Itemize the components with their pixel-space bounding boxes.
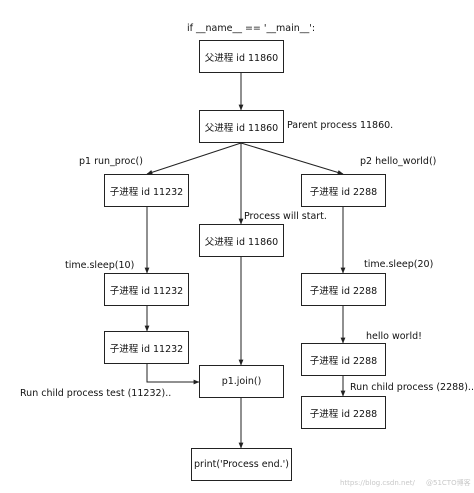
edge-main-to-p1 (146, 142, 242, 175)
label-main-check: if __name__ == '__main__': (187, 23, 316, 34)
label-p2-hello-world: p2 hello_world() (360, 156, 437, 167)
label-p2-sleep: time.sleep(20) (364, 259, 434, 270)
node-parent-mid: 父进程 id 11860 (199, 224, 284, 257)
node-p1-child-3: 子进程 id 11232 (104, 331, 189, 364)
node-p2-child-2: 子进程 id 2288 (301, 273, 386, 306)
node-p2-child-4: 子进程 id 2288 (301, 396, 386, 429)
watermark-url: https://blog.csdn.net/ (340, 479, 415, 487)
label-p1-sleep: time.sleep(10) (65, 260, 135, 271)
node-p2-child-1: 子进程 id 2288 (301, 174, 386, 207)
label-process-will-start: Process will start. (244, 211, 327, 222)
edge-p1-c3-to-join (146, 364, 200, 385)
edge-main-to-p2 (240, 142, 344, 175)
node-p2-child-3: 子进程 id 2288 (301, 343, 386, 376)
label-hello-world: hello world! (366, 331, 422, 342)
node-p1-join: p1.join() (199, 365, 284, 398)
label-run-child-p1: Run child process test (11232).. (20, 388, 172, 399)
label-run-child-p2: Run child process (2288).. (350, 382, 474, 393)
watermark-brand: @51CTO博客 (426, 479, 471, 487)
label-parent-process: Parent process 11860. (287, 120, 394, 131)
label-p1-run-proc: p1 run_proc() (79, 156, 143, 167)
node-p1-child-2: 子进程 id 11232 (104, 273, 189, 306)
node-parent-main: 父进程 id 11860 (199, 110, 284, 143)
node-p1-child-1: 子进程 id 11232 (104, 174, 189, 207)
node-process-end: print('Process end.') (191, 448, 292, 481)
node-parent-start: 父进程 id 11860 (199, 40, 284, 73)
